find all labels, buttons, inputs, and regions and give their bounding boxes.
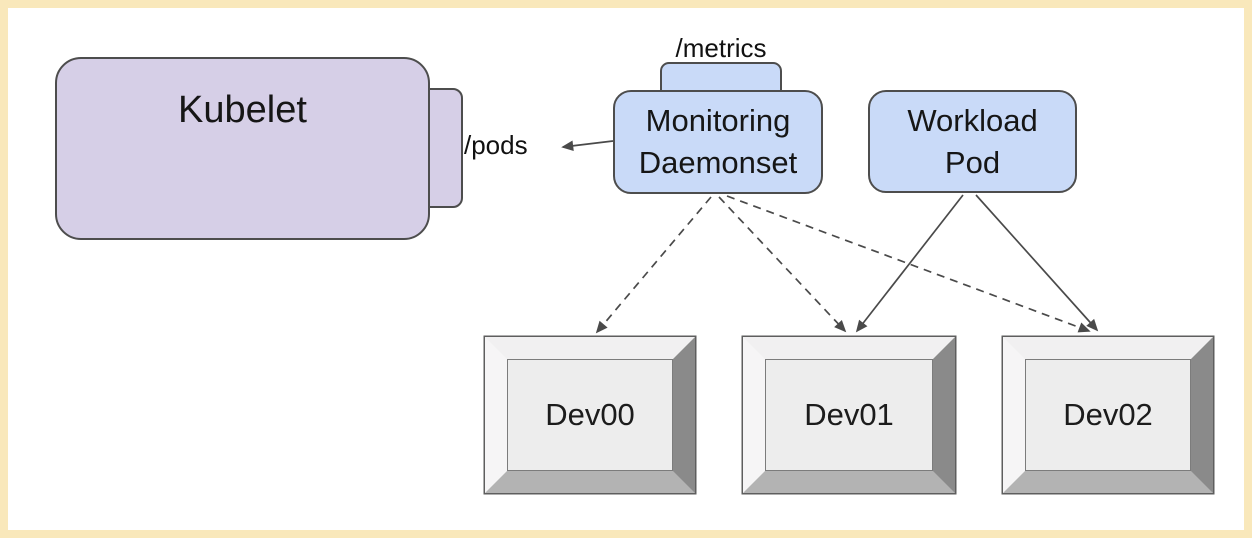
edge-workload-to-dev02 (975, 194, 1099, 332)
device-face: Dev01 (765, 359, 933, 471)
device-node-dev00: Dev00 (485, 337, 695, 493)
device-node-dev01: Dev01 (743, 337, 955, 493)
edge-daemonset-to-dev01 (718, 196, 847, 333)
workload-pod-node: Workload Pod (868, 90, 1077, 193)
pods-endpoint-label: /pods (464, 130, 528, 160)
monitoring-daemonset-label-line2: Daemonset (638, 145, 798, 180)
device-label-dev01: Dev01 (804, 397, 894, 432)
workload-pod-label-line1: Workload (907, 102, 1038, 138)
device-face: Dev02 (1025, 359, 1191, 471)
monitoring-daemonset-node: Monitoring Daemonset (613, 90, 823, 194)
edge-daemonset-to-dev00 (595, 196, 712, 334)
metrics-endpoint-label: /metrics (675, 33, 767, 63)
kubelet-label: Kubelet (178, 89, 307, 131)
device-label-dev00: Dev00 (545, 397, 635, 432)
device-face: Dev00 (507, 359, 673, 471)
kubelet-node: Kubelet (55, 57, 430, 240)
device-node-dev02: Dev02 (1003, 337, 1213, 493)
device-label-dev02: Dev02 (1063, 397, 1153, 432)
workload-pod-label-line2: Pod (944, 144, 1001, 180)
monitoring-daemonset-label-line1: Monitoring (645, 103, 791, 139)
edge-workload-to-dev01 (855, 194, 964, 333)
edge-daemonset-to-kubelet-pods (561, 140, 614, 152)
